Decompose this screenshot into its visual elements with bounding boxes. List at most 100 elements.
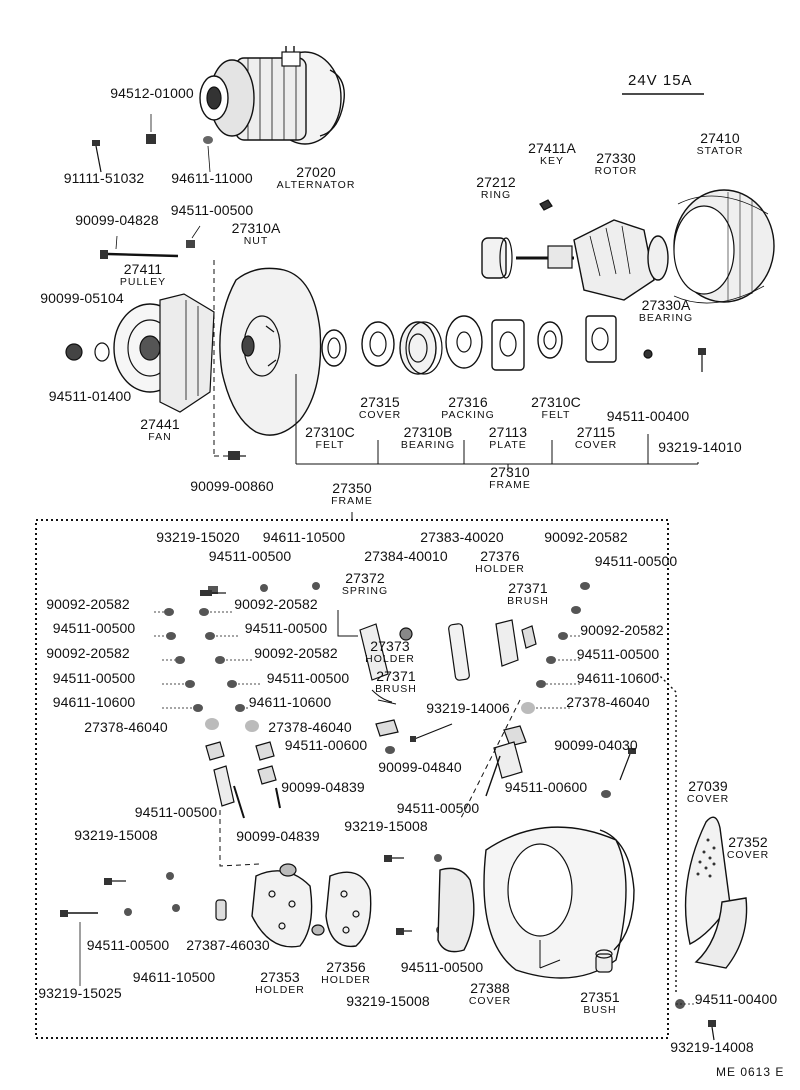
- part-number-label: 27387-46030: [186, 937, 270, 953]
- part-number-label: 27378-46040: [84, 719, 168, 735]
- part-number-label: 94511-00500: [594, 553, 678, 569]
- part-number-label: 93219-14006: [426, 700, 510, 716]
- part-name-label: PACKING: [441, 409, 495, 421]
- part-number-label: 27310C: [305, 424, 355, 440]
- part-number-label: 27411A: [528, 140, 576, 156]
- holder-27353: [215, 863, 313, 948]
- part-name-label: HOLDER: [255, 984, 305, 996]
- ring-27212: [481, 237, 513, 279]
- bolt-91111: [92, 140, 102, 173]
- part-name-label: FELT: [315, 439, 345, 451]
- part-name-label: RING: [480, 189, 512, 201]
- nut-94512: [146, 114, 156, 144]
- screw-93219-14008: [708, 1020, 716, 1041]
- part-number-label: 27371: [376, 668, 416, 684]
- part-number-label: 94611-10600: [576, 670, 660, 686]
- part-number-label: 27410: [700, 130, 740, 146]
- part-number-label: 90099-04840: [378, 759, 462, 775]
- bolt-90099-00860: [228, 451, 246, 460]
- part-name-label: BEARING: [400, 439, 456, 451]
- part-number-label: 93219-15008: [346, 993, 430, 1009]
- stator-27410: [673, 189, 775, 304]
- cover-27352: [694, 897, 748, 969]
- part-number-label: 27310A: [231, 220, 281, 236]
- part-number-label: 94511-00600: [504, 779, 588, 795]
- screw-93219-14010: [698, 348, 706, 372]
- cover-27315: [361, 321, 395, 367]
- part-name-label: BUSH: [583, 1004, 617, 1016]
- front-frame-illustration: [219, 267, 322, 436]
- bush-27351: [595, 949, 613, 973]
- part-name-label: COVER: [468, 995, 512, 1007]
- part-name-label: COVER: [358, 409, 402, 421]
- part-number-label: 94511-00400: [694, 991, 778, 1007]
- part-number-label: 93219-15008: [344, 818, 428, 834]
- part-name-label: KEY: [539, 155, 565, 167]
- key-27411a: [539, 199, 553, 211]
- part-number-label: 94611-10600: [52, 694, 136, 710]
- part-name-label: BRUSH: [375, 683, 417, 695]
- part-name-label: STATOR: [696, 145, 744, 157]
- part-number-label: 27330: [596, 150, 636, 166]
- part-number-label: 27372: [345, 570, 385, 586]
- part-name-label: COVER: [726, 849, 770, 861]
- part-number-label: 94611-10500: [262, 529, 346, 545]
- part-number-label: 93219-15025: [38, 985, 122, 1001]
- part-number-label: 90092-20582: [544, 529, 628, 545]
- part-name-label: FELT: [541, 409, 571, 421]
- long-bolt-90099-04828: [100, 235, 179, 259]
- part-number-label: 90099-05104: [40, 290, 124, 306]
- part-number-label: 27115: [576, 424, 616, 440]
- nut-94511-00500: [186, 225, 201, 248]
- washer-94611: [203, 136, 213, 173]
- part-name-label: HOLDER: [475, 563, 525, 575]
- part-number-label: 27356: [326, 959, 366, 975]
- part-number-label: 27378-46040: [566, 694, 650, 710]
- rotor-27330: [516, 219, 655, 301]
- part-number-label: 90092-20582: [580, 622, 664, 638]
- part-number-label: 27373: [370, 638, 410, 654]
- part-number-label: 91111-51032: [63, 170, 145, 186]
- screw-93219-15025: [60, 910, 98, 986]
- part-number-label: 90092-20582: [46, 645, 130, 661]
- part-number-label: 27212: [476, 174, 516, 190]
- part-number-label: 94511-00500: [400, 959, 484, 975]
- part-number-label: 27411: [123, 261, 163, 277]
- part-number-label: 90092-20582: [254, 645, 338, 661]
- part-number-label: 27376: [480, 548, 520, 564]
- felt-27310c-left: [321, 329, 347, 367]
- part-number-label: 27353: [260, 969, 300, 985]
- part-name-label: HOLDER: [365, 653, 415, 665]
- part-number-label: 27020: [296, 164, 336, 180]
- part-number-label: 90099-04828: [75, 212, 159, 228]
- part-number-label: 27310C: [531, 394, 581, 410]
- part-number-label: 94511-00500: [134, 804, 218, 820]
- part-number-label: 90099-04839: [236, 828, 320, 844]
- part-number-label: 27113: [488, 424, 528, 440]
- cover-27388: [437, 826, 635, 979]
- part-number-label: 27039: [688, 778, 728, 794]
- part-number-label: 94511-00500: [396, 800, 480, 816]
- plate-27113: [491, 319, 525, 371]
- part-number-label: 90099-00860: [190, 478, 274, 494]
- part-name-label: FRAME: [331, 495, 373, 507]
- part-name-label: NUT: [243, 235, 269, 247]
- part-number-label: 27315: [360, 394, 400, 410]
- part-name-label: PULLEY: [119, 276, 167, 288]
- part-number-label: 27316: [448, 394, 488, 410]
- nut-94511-00400: [643, 349, 653, 359]
- part-number-label: 94511-00500: [266, 670, 350, 686]
- part-number-label: 90092-20582: [234, 596, 318, 612]
- bearing-27310b: [399, 321, 443, 375]
- frame-27350-box: [35, 512, 669, 1039]
- part-name-label: ALTERNATOR: [276, 179, 356, 191]
- packing-27316: [445, 315, 483, 369]
- part-number-label: 94511-00500: [244, 620, 328, 636]
- part-number-label: 90099-04030: [554, 737, 638, 753]
- part-number-label: 94511-00400: [606, 408, 690, 424]
- part-name-label: COVER: [574, 439, 618, 451]
- hardware-leaders: [154, 611, 694, 1005]
- pulley-fan-illustration: [65, 293, 243, 413]
- part-number-label: 27388: [470, 980, 510, 996]
